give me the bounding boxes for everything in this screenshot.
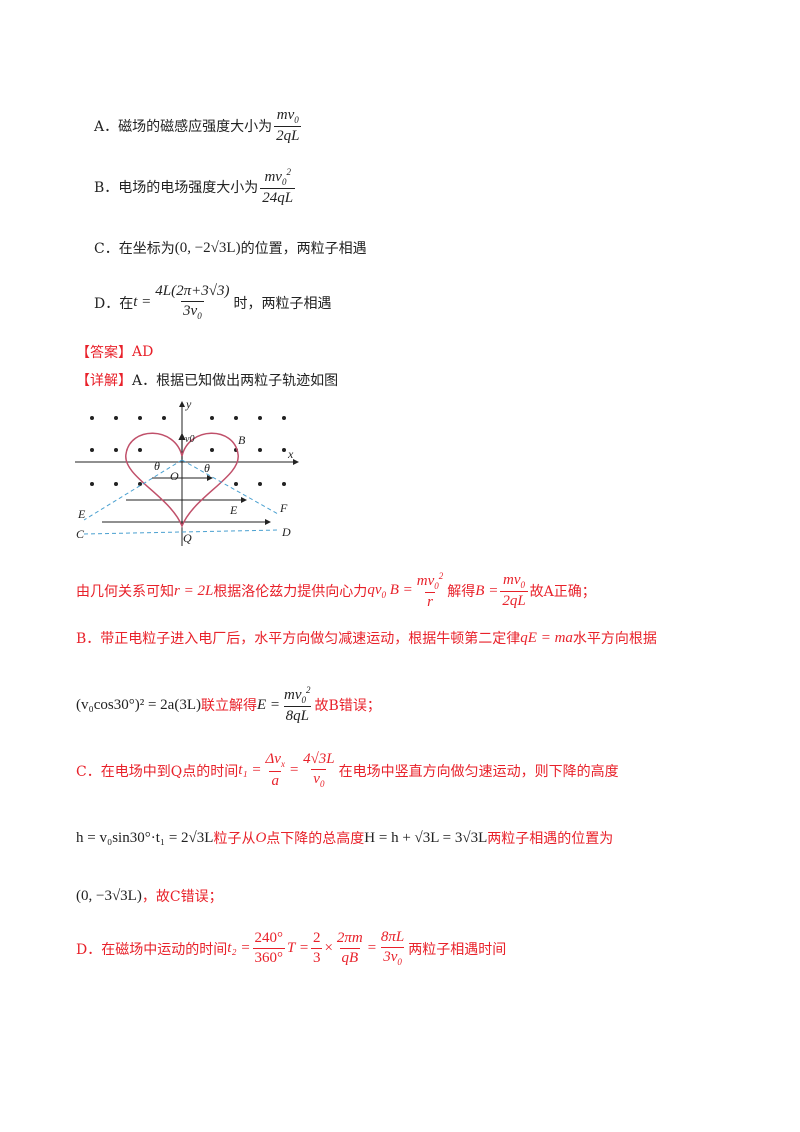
detail-line-4: C．在电场中到Q点的时间 t₁ = Δvx a = 4√3L v0 在电场中竖直…	[76, 751, 619, 789]
label-y: y	[185, 397, 192, 411]
heart-trajectory	[125, 432, 239, 529]
label-theta-left: θ	[154, 459, 160, 473]
detail-line-3: (v₀cos30°)² = 2a(3L) 联立解得 E = mv02 8qL 故…	[76, 685, 381, 725]
detail-line-7: D．在磁场中运动的时间 t₂ = 240° 360° T = 2 3 × 2πm…	[76, 929, 507, 967]
field-dots	[90, 416, 286, 486]
option-b-fraction: mv02 24qL	[260, 167, 296, 207]
label-theta-right: θ	[204, 461, 210, 475]
detail-line-2: B．带正电粒子进入电厂后，水平方向做匀减速运动，根据牛顿第二定律 qE = ma…	[76, 629, 657, 648]
option-c-coordinate: (0, −2√3L)	[174, 239, 241, 256]
option-a-fraction: mv0 2qL	[274, 107, 302, 145]
label-f: F	[279, 501, 288, 515]
label-v0: v0	[185, 434, 194, 445]
label-b: B	[238, 433, 246, 447]
answer-line: 【答案】AD	[76, 344, 154, 361]
label-o: O	[170, 469, 179, 483]
label-e-left: E	[77, 507, 86, 521]
option-d: D．在 t = 4L(2π+3√3) 3v0 时，两粒子相遇	[94, 283, 332, 321]
option-b: B．电场的电场强度大小为 mv02 24qL	[94, 167, 296, 207]
label-e-mid: E	[229, 503, 238, 517]
label-c: C	[76, 527, 85, 541]
label-d: D	[281, 525, 291, 539]
dashed-lines	[83, 459, 281, 535]
answer-value: AD	[132, 344, 154, 360]
detail-line-1: 由几何关系可知 r = 2L 根据洛伦兹力提供向心力 qv0 B = mv02 …	[76, 571, 596, 611]
option-a: A．磁场的磁感应强度大小为 mv0 2qL	[94, 107, 302, 145]
detail-line-5: h = v₀sin30°·t₁ = 2√3L 粒子从 O 点下降的总高度 H =…	[76, 829, 614, 848]
detail-line-6: (0, −3√3L) ，故C错误；	[76, 887, 223, 906]
trajectory-figure: y x v0 B O θ θ E E F C D Q	[75, 397, 299, 546]
label-x: x	[287, 447, 294, 461]
label-q: Q	[183, 531, 192, 545]
detail-heading: 【详解】A．根据已知做出两粒子轨迹如图	[76, 373, 339, 389]
option-c: C．在坐标为 (0, −2√3L) 的位置，两粒子相遇	[94, 239, 367, 258]
option-d-fraction: 4L(2π+3√3) 3v0	[155, 283, 230, 321]
